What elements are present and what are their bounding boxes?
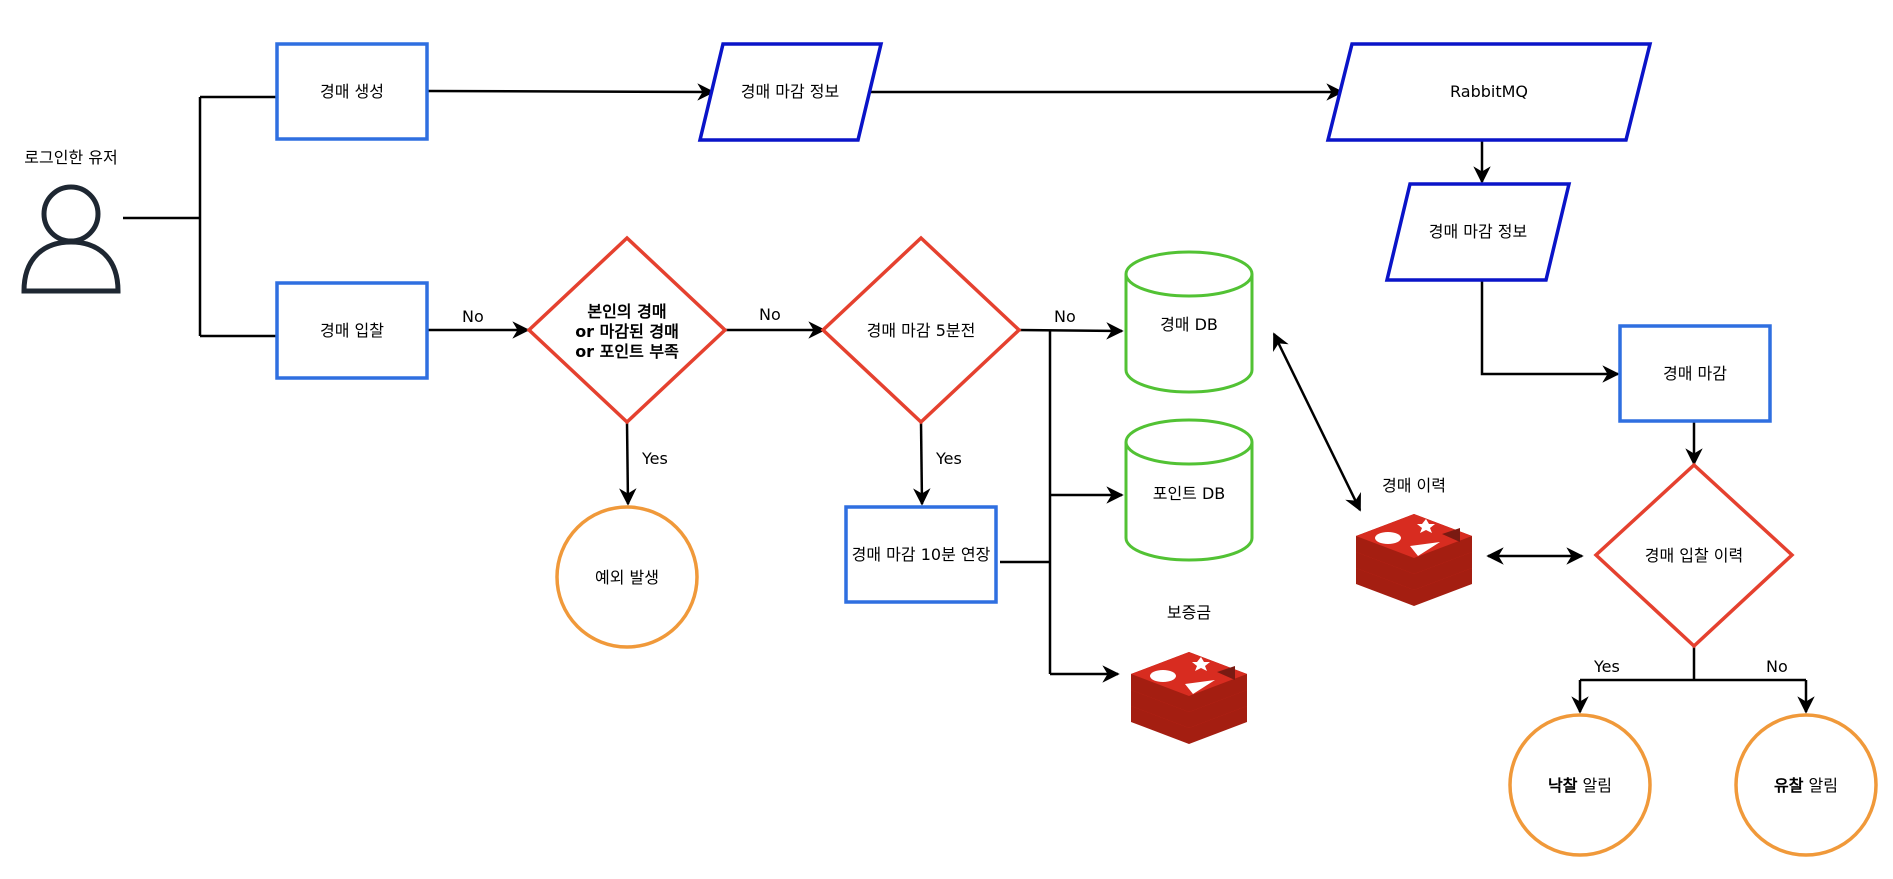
auction-close-info-right: 경매 마감 정보	[1384, 182, 1572, 282]
svg-text:or 포인트 부족: or 포인트 부족	[575, 342, 679, 361]
create-auction-box: 경매 생성	[275, 42, 429, 141]
svg-text:유찰 알림: 유찰 알림	[1774, 776, 1838, 795]
redis-icon	[1356, 514, 1472, 606]
svg-text:경매 마감 10분 연장: 경매 마감 10분 연장	[852, 545, 991, 564]
deposit-redis: 보증금	[1131, 603, 1247, 744]
win-notice-terminal: 낙찰 알림	[1508, 713, 1652, 857]
deposit-label: 보증금	[1167, 603, 1211, 622]
svg-text:경매 마감: 경매 마감	[1663, 364, 1727, 383]
extend-10min-box: 경매 마감 10분 연장	[844, 505, 998, 604]
auction-close-info-top: 경매 마감 정보	[697, 42, 884, 142]
svg-text:포인트 DB: 포인트 DB	[1153, 484, 1226, 503]
edge-decision-branches	[1580, 646, 1806, 682]
edge-five-to-auctiondb	[1017, 322, 1124, 340]
edge-trunk	[1000, 330, 1052, 674]
exception-terminal: 예외 발생	[555, 505, 699, 649]
history-redis: 경매 이력	[1356, 476, 1472, 606]
history-label: 경매 이력	[1382, 476, 1446, 495]
bid-history-decision: 경매 입찰 이력	[1593, 462, 1795, 649]
edge-check-to-exception	[619, 421, 637, 506]
redis-icon	[1131, 652, 1247, 744]
five-min-decision: 경매 마감 5분전	[820, 235, 1022, 425]
fail-notice-terminal: 유찰 알림	[1734, 713, 1878, 857]
auction-close-box: 경매 마감	[1618, 324, 1772, 423]
bid-box: 경매 입찰	[275, 281, 429, 380]
edge-auctiondb-history	[1272, 332, 1362, 512]
check-decision: 본인의 경매 or 마감된 경매 or 포인트 부족	[526, 235, 728, 425]
svg-text:경매 마감 정보: 경매 마감 정보	[741, 82, 840, 101]
edge-label-yes-check: Yes	[641, 449, 668, 468]
edge-label-no-check: No	[462, 307, 484, 326]
svg-text:경매 입찰: 경매 입찰	[320, 321, 384, 340]
edge-label-no-db: No	[1054, 307, 1076, 326]
edge-user-branch	[123, 95, 277, 338]
edge-label-yes-history: Yes	[1593, 657, 1620, 676]
edge-five-to-extend	[913, 421, 931, 506]
user-icon	[21, 184, 121, 294]
rabbitmq-box: RabbitMQ	[1325, 42, 1653, 142]
edge-label-yes-five: Yes	[935, 449, 962, 468]
auction-db-cylinder: 경매 DB	[1124, 250, 1254, 394]
connectors	[123, 83, 1815, 714]
svg-text:경매 입찰 이력: 경매 입찰 이력	[1645, 546, 1744, 565]
svg-text:RabbitMQ: RabbitMQ	[1450, 82, 1528, 101]
svg-text:경매 생성: 경매 생성	[320, 82, 384, 101]
user-label: 로그인한 유저	[24, 148, 117, 167]
svg-text:or 마감된 경매: or 마감된 경매	[575, 322, 679, 341]
svg-text:예외 발생: 예외 발생	[595, 568, 659, 587]
user-actor: 로그인한 유저	[21, 148, 121, 294]
edge-label-no-five: No	[759, 305, 781, 324]
edge-label-no-history: No	[1766, 657, 1788, 676]
point-db-cylinder: 포인트 DB	[1124, 418, 1254, 562]
svg-text:경매 마감 5분전: 경매 마감 5분전	[867, 321, 976, 340]
edge-create-to-closeinfo	[427, 83, 715, 101]
edge-closeinfo2-to-close	[1480, 280, 1620, 383]
svg-text:본인의 경매: 본인의 경매	[587, 302, 666, 321]
svg-text:낙찰 알림: 낙찰 알림	[1548, 776, 1612, 795]
svg-text:경매 마감 정보: 경매 마감 정보	[1429, 222, 1528, 241]
svg-text:경매 DB: 경매 DB	[1160, 315, 1218, 334]
